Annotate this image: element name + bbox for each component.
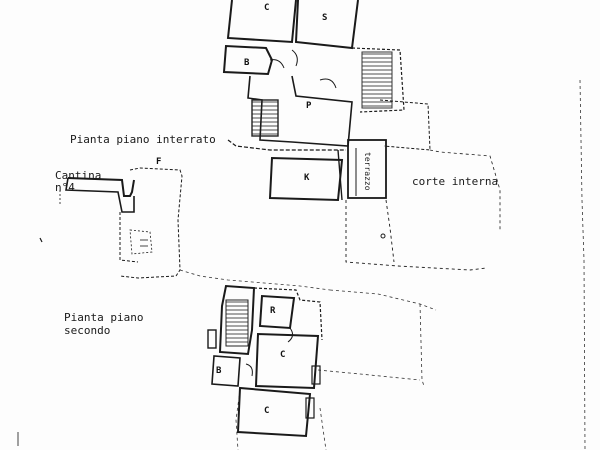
room-k-outline [268,156,344,202]
second-floor-title-line2: secondo [64,324,111,337]
terrace-strip [347,139,387,199]
stairs-right [361,51,393,109]
second-floor-block [207,284,323,438]
room-b-second-outline [211,355,241,387]
basement-plan-title: Pianta piano interrato [70,133,216,146]
room-label-b-top: B [244,58,250,68]
second-floor-title-line1: Pianta piano [64,311,144,324]
room-c-second-b-outline [236,386,312,438]
stairs-second [225,299,249,347]
room-label-p: P [306,101,312,111]
stair-tag: F [156,157,162,167]
cellar-label: Cantina [55,169,102,182]
cellar-block [39,167,183,279]
room-c-top-outline [226,0,297,44]
inner-court-label: corte interna [412,175,499,188]
room-label-s-top: S [322,13,328,23]
room-s-top-outline [294,0,359,50]
cellar-number-label: n°4 [55,181,75,194]
room-r-outline [258,294,296,330]
room-p-outline [247,75,353,147]
room-label-c-second-b: C [264,406,270,416]
room-label-b-second: B [216,366,222,376]
room-label-c-top: C [264,3,270,13]
room-label-r: R [270,306,276,316]
room-label-k: K [304,173,310,183]
room-label-c-second-a: C [280,350,286,360]
site-outline-dashes [179,79,586,450]
basement-plan-block [222,0,501,271]
terrace-vertical-label: terrazzo [363,152,372,191]
room-c-second-a-outline [254,332,320,390]
stairs-basement [251,99,279,137]
room-b-top-outline [222,44,274,76]
